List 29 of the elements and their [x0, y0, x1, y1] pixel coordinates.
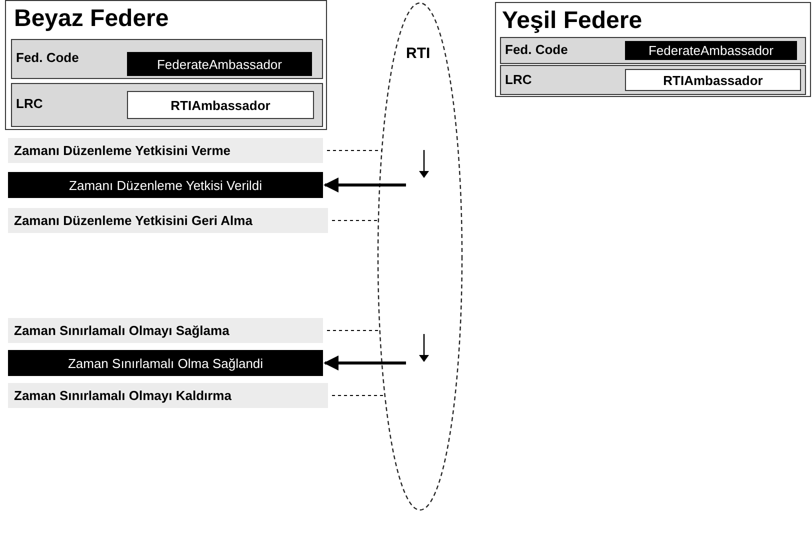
ambassador-box: RTIAmbassador — [625, 69, 801, 91]
component-label: LRC — [16, 96, 43, 111]
message-bar: FederateAmbassador — [625, 41, 797, 60]
service-label: Zaman Sınırlamalı Olmayı Sağlama — [8, 318, 323, 343]
arrow — [324, 356, 406, 370]
component-label: Fed. Code — [505, 42, 568, 57]
message-bar: FederateAmbassador — [127, 52, 312, 76]
connector-line — [332, 395, 386, 396]
connector-line — [326, 330, 380, 331]
service-label: Zaman Sınırlamalı Olmayı Kaldırma — [8, 383, 328, 408]
connector-line — [332, 220, 379, 221]
federate-panel — [495, 2, 811, 97]
federate-title: Yeşil Federe — [502, 7, 642, 35]
component-label: Fed. Code — [16, 50, 79, 65]
message-bar: Zaman Sınırlamalı Olma Sağlandi — [8, 350, 323, 376]
component-row — [500, 65, 806, 95]
service-label: Zamanı Düzenleme Yetkisini Geri Alma — [8, 208, 328, 233]
component-row — [11, 83, 323, 127]
ambassador-box: RTIAmbassador — [127, 91, 314, 119]
service-label: Zamanı Düzenleme Yetkisini Verme — [8, 138, 323, 163]
component-label: LRC — [505, 72, 532, 87]
federate-title: Beyaz Federe — [14, 5, 169, 33]
arrow — [324, 178, 406, 192]
connector-line — [326, 150, 382, 151]
federate-panel — [5, 0, 327, 130]
rti-label: RTI — [406, 45, 430, 62]
component-row — [11, 39, 323, 79]
component-row — [500, 37, 806, 64]
message-bar: Zamanı Düzenleme Yetkisi Verildi — [8, 172, 323, 198]
